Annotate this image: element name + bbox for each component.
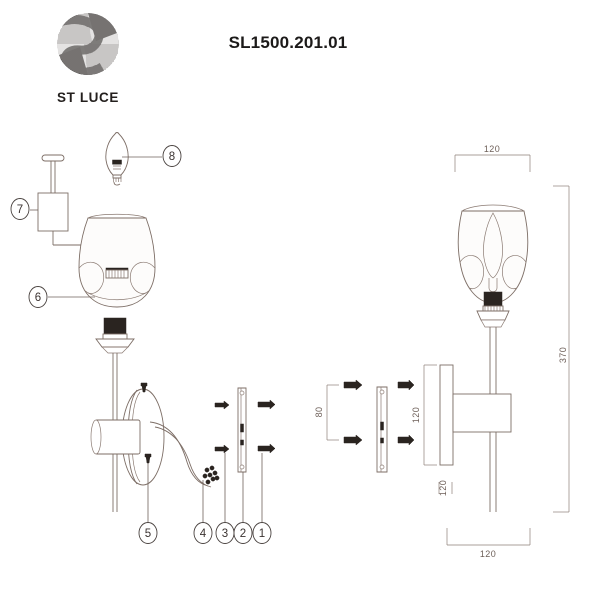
exploded-view: 8 7 xyxy=(10,132,276,544)
callout-3[interactable]: 3 xyxy=(215,522,235,544)
callout-2[interactable]: 2 xyxy=(233,522,253,544)
page-title: SL1500.201.01 xyxy=(229,33,348,52)
part-mounting-bracket xyxy=(237,387,247,522)
dim-total-height: 370 xyxy=(553,185,570,513)
dim-projection-depth-label: 120 xyxy=(438,480,448,496)
part-lamp-socket xyxy=(30,154,118,268)
dim-backplate-height: 120 xyxy=(411,364,437,466)
callout-8[interactable]: 8 xyxy=(162,145,182,167)
part-screw xyxy=(257,399,276,522)
wall-plate-assembly xyxy=(90,388,220,488)
callout-1-label: 1 xyxy=(259,528,265,540)
callout-6-label: 6 xyxy=(35,292,41,304)
callout-2-label: 2 xyxy=(240,528,246,540)
callout-3-label: 3 xyxy=(222,528,228,540)
dim-shade-width: 120 xyxy=(454,144,531,172)
dim-bracket-hole-spacing: 80 xyxy=(314,384,339,441)
part-decorative-screw xyxy=(140,382,152,522)
dim-base-width: 120 xyxy=(446,528,531,559)
callout-5[interactable]: 5 xyxy=(138,522,158,544)
logo-s-monogram xyxy=(57,13,119,75)
assembly-backplate xyxy=(439,364,512,466)
dim-projection-depth: 120 xyxy=(438,480,453,496)
dim-shade-width-label: 120 xyxy=(484,144,500,154)
callout-7-label: 7 xyxy=(17,204,23,216)
assembly-glass-shade xyxy=(457,204,529,328)
part-candle-bulb xyxy=(105,132,162,186)
brand-name: ST LUCE xyxy=(57,90,119,105)
bracket-detail: 80 xyxy=(314,379,415,473)
wire-bundle xyxy=(202,465,220,485)
callout-7[interactable]: 7 xyxy=(10,198,30,220)
callout-6[interactable]: 6 xyxy=(28,286,48,308)
part-wall-anchor xyxy=(214,400,230,522)
part-glass-shade xyxy=(48,213,156,308)
callout-5-label: 5 xyxy=(145,528,151,540)
dim-backplate-height-label: 120 xyxy=(411,407,421,423)
callout-1[interactable]: 1 xyxy=(252,522,272,544)
callout-4[interactable]: 4 xyxy=(193,522,213,544)
callout-4-label: 4 xyxy=(200,528,207,540)
dim-base-width-label: 120 xyxy=(480,549,496,559)
st-luce-logo: ST LUCE xyxy=(57,13,119,105)
callout-8-label: 8 xyxy=(169,151,175,163)
dim-bracket-hole-spacing-label: 80 xyxy=(314,407,324,418)
dimension-view: 120 xyxy=(314,144,570,559)
dim-total-height-label: 370 xyxy=(558,347,568,363)
